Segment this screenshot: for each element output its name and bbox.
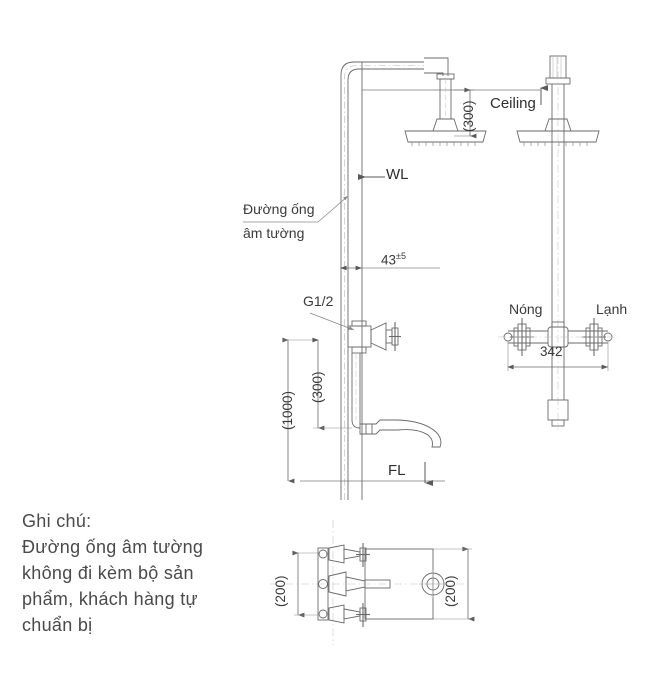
- note-line-2: không đi kèm bộ sản: [22, 563, 194, 583]
- concealed-pipe: [340, 61, 424, 500]
- dim-plan-right-text: (200): [443, 575, 458, 607]
- dim-ceiling-drop-text: (300): [461, 100, 476, 132]
- mixer-valve-side: [347, 320, 401, 354]
- dim-plan-left: [292, 550, 318, 618]
- ceiling-label: Ceiling: [490, 95, 536, 112]
- dim-valve-spout: [312, 337, 352, 431]
- cold-inlet-label: Lạnh: [596, 301, 628, 317]
- floor-line-label: FL: [388, 462, 406, 479]
- plan-mount-bracket: [317, 547, 329, 621]
- dim-plan-right: [433, 546, 475, 622]
- dim-spout-height-text: (1000): [280, 390, 295, 430]
- dim-wall-offset-value: 43: [381, 252, 397, 268]
- thread-size-label: G1/2: [303, 293, 334, 309]
- dim-plan-left-text: (200): [273, 575, 288, 607]
- note-line-4: chuẩn bị: [22, 615, 93, 635]
- plan-lower-valve: [328, 603, 370, 627]
- hot-inlet-label: Nóng: [509, 301, 543, 317]
- note-heading: Ghi chú:: [22, 511, 92, 531]
- front-mixer-assembly: [498, 318, 618, 356]
- plan-upper-valve: [328, 543, 370, 567]
- note-line-3: phẩm, khách hàng tự: [22, 589, 198, 609]
- g12-leader: [309, 312, 355, 331]
- dim-ceiling-drop: [454, 87, 477, 139]
- concealed-pipe-label-line2: âm tường: [243, 225, 305, 241]
- concealed-pipe-leader: [243, 195, 349, 223]
- dim-inlet-spacing-text: 342: [540, 344, 563, 359]
- concealed-pipe-label-line1: Đường ống: [243, 201, 315, 217]
- overhead-shower-side: [404, 57, 487, 146]
- front-lower-fitting: [547, 399, 569, 427]
- side-view-group: [243, 57, 548, 500]
- dim-valve-spout-text: (300): [310, 371, 325, 403]
- note-line-1: Đường ống âm tường: [22, 537, 204, 557]
- dim-spout-height: [282, 337, 318, 484]
- front-shower-head: [516, 118, 600, 146]
- spout-side: [359, 419, 442, 448]
- wall-line-label: WL: [386, 166, 409, 183]
- front-riser: [551, 56, 565, 430]
- dim-inlet-spacing: [507, 341, 609, 371]
- plan-view-group: [270, 520, 475, 645]
- valve-to-spout-pipe: [351, 353, 361, 429]
- front-view-group: [498, 55, 618, 430]
- dim-wall-offset-text: 43±5: [381, 252, 406, 267]
- dim-wall-offset-tolerance: ±5: [396, 251, 406, 261]
